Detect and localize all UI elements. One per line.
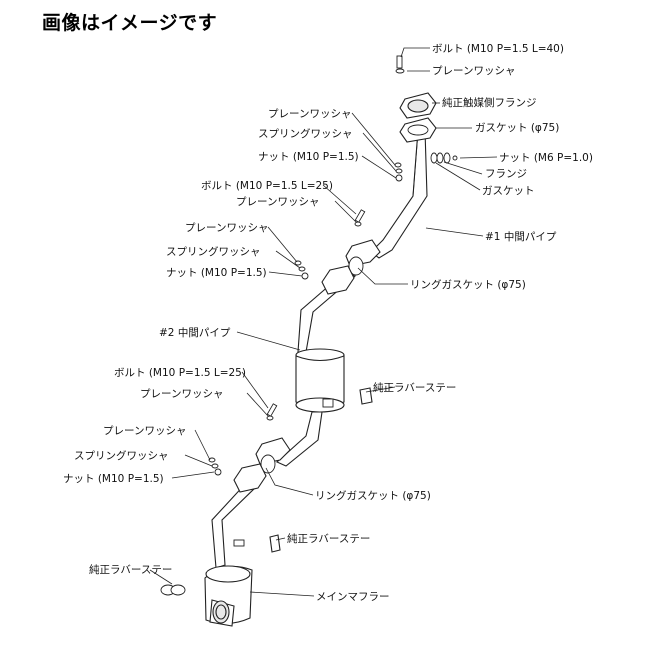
label-washer-2: プレーンワッシャ xyxy=(236,196,319,208)
flange-assembly xyxy=(430,152,458,164)
rubber-stay-2-part xyxy=(233,534,281,553)
resonator xyxy=(295,348,345,413)
label-ring-gasket-1: リングガスケット (φ75) xyxy=(410,278,526,291)
hardware-bolt-2 xyxy=(354,209,366,227)
label-spring-washer-3: スプリングワッシャ xyxy=(166,245,261,258)
rubber-stay-1-part xyxy=(322,387,373,408)
label-nut-5: ナット (M10 P=1.5) xyxy=(63,473,164,485)
joint-2 xyxy=(233,437,291,493)
label-rubber-stay-2: 純正ラバーステー xyxy=(287,532,370,545)
label-washer-3: プレーンワッシャ xyxy=(185,222,268,234)
rubber-stay-3-part xyxy=(160,584,186,596)
label-washer-4: プレーンワッシャ xyxy=(140,388,223,400)
label-rubber-stay-3: 純正ラバーステー xyxy=(89,563,172,576)
label-mid-pipe-1: #1 中間パイプ xyxy=(485,230,557,243)
label-spring-washer-5: スプリングワッシャ xyxy=(74,449,169,462)
label-flange: フランジ xyxy=(485,168,527,180)
hardware-nuts-5 xyxy=(208,457,222,476)
main-muffler xyxy=(204,565,253,627)
label-gasket-75: ガスケット (φ75) xyxy=(475,122,559,134)
label-gasket: ガスケット xyxy=(482,185,535,197)
label-bolt-2: ボルト (M10 P=1.5 L=25) xyxy=(201,180,333,192)
gasket-75 xyxy=(399,117,437,143)
leader-lines xyxy=(149,47,498,597)
label-nut-3: ナット (M10 P=1.5) xyxy=(166,267,267,279)
label-nut-1: ナット (M10 P=1.5) xyxy=(258,151,359,163)
joint-1 xyxy=(321,239,381,295)
label-spring-washer-1: スプリングワッシャ xyxy=(258,127,353,140)
label-ring-gasket-2: リングガスケット (φ75) xyxy=(315,489,431,502)
label-bolt-top: ボルト (M10 P=1.5 L=40) xyxy=(432,43,564,55)
label-mid-pipe-2: #2 中間パイプ xyxy=(159,326,231,339)
oem-cat-flange xyxy=(399,92,437,119)
hardware-left-1 xyxy=(394,162,403,182)
page-title: 画像はイメージです xyxy=(42,12,218,34)
label-flange-oem: 純正触媒側フランジ xyxy=(442,96,537,109)
hardware-top xyxy=(395,55,405,74)
label-nut-m6: ナット (M6 P=1.0) xyxy=(499,152,593,164)
label-main-muffler: メインマフラー xyxy=(316,591,390,603)
label-bolt-4: ボルト (M10 P=1.5 L=25) xyxy=(114,367,246,379)
label-washer-top: プレーンワッシャ xyxy=(432,65,515,77)
tail-pipe xyxy=(211,481,258,569)
label-washer-1: プレーンワッシャ xyxy=(268,108,351,120)
mid-pipe-1 xyxy=(370,129,428,259)
label-rubber-stay-1: 純正ラバーステー xyxy=(373,381,456,394)
label-washer-5: プレーンワッシャ xyxy=(103,425,186,437)
connecting-pipe xyxy=(276,411,323,467)
hardware-bolt-4 xyxy=(266,403,278,421)
